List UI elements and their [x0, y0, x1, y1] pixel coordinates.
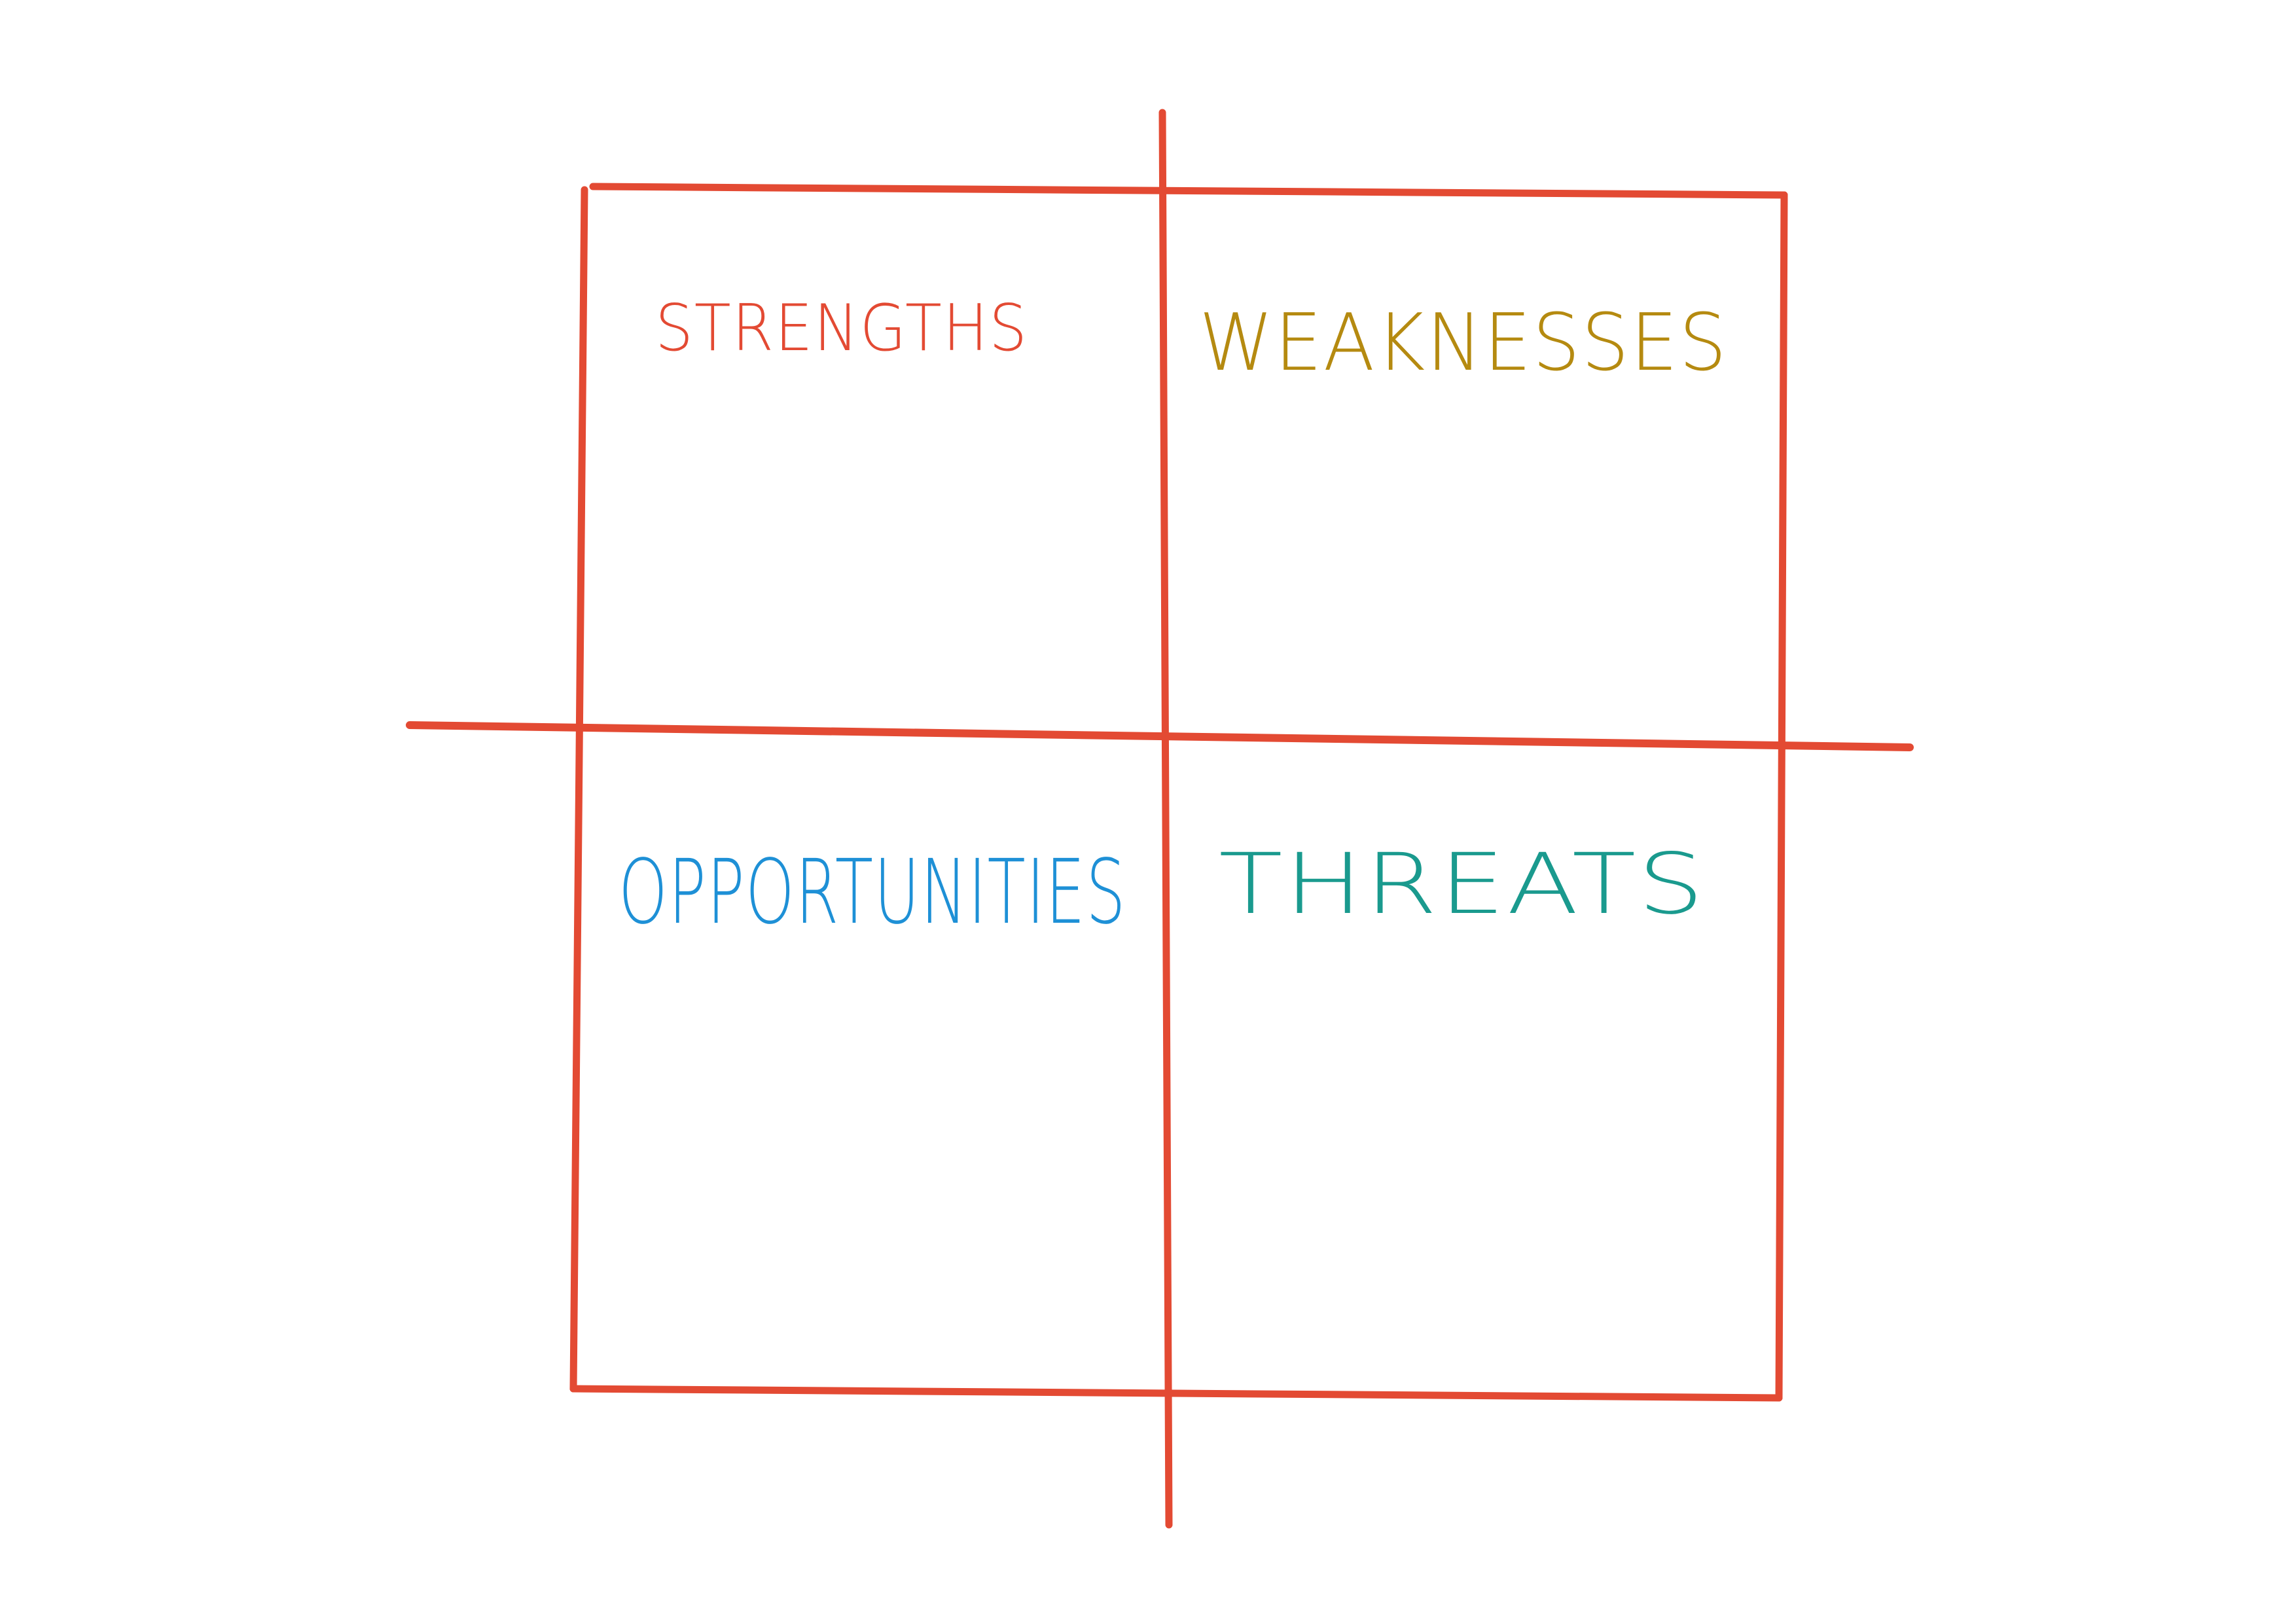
quadrant-labels: STRENGTHS WEAKNESSES OPPORTUNITIES THREA…	[619, 291, 1728, 944]
label-opportunities: OPPORTUNITIES	[619, 841, 1126, 944]
label-strengths: STRENGTHS	[655, 291, 1028, 366]
grid-left-line	[569, 186, 588, 1393]
grid-center-horizontal-line	[406, 721, 1914, 751]
label-weaknesses: WEAKNESSES	[1199, 298, 1728, 389]
grid-center-vertical-line	[1158, 109, 1173, 1529]
grid-top-line	[589, 183, 1788, 199]
grid-right-line	[1775, 191, 1788, 1402]
swot-grid	[406, 109, 1914, 1529]
label-threats: THREATS	[1219, 836, 1706, 933]
grid-bottom-line	[569, 1385, 1783, 1402]
